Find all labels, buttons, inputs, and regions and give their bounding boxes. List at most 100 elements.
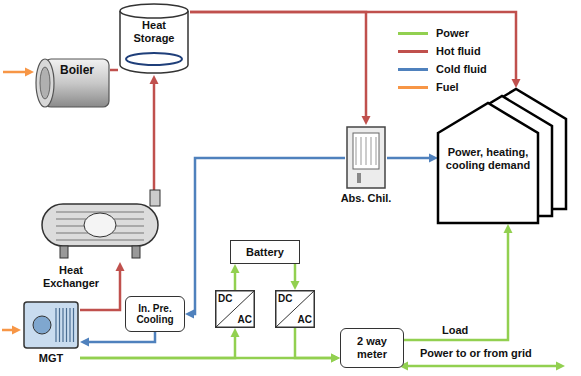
boiler-front [36, 59, 54, 107]
node-label: MGT [22, 352, 80, 365]
storage-top [120, 4, 188, 18]
house-outline [438, 103, 538, 223]
connector-line [294, 264, 297, 282]
connector-line [80, 270, 120, 310]
arrowhead [116, 262, 125, 271]
exchanger-shell [42, 204, 158, 246]
arrowhead [512, 79, 521, 88]
connector [80, 328, 240, 358]
tube-bundle [56, 212, 144, 240]
node-label: In. Pre. Cooling [126, 303, 184, 326]
legend-swatch [398, 86, 428, 89]
fin [73, 308, 74, 342]
handle [357, 173, 361, 183]
connector-line [190, 12, 366, 117]
turbine-wheel [33, 316, 51, 334]
diagonal [216, 291, 254, 327]
process-box: In. Pre. Cooling [125, 296, 185, 332]
storage-coil [126, 53, 182, 65]
tube [56, 212, 144, 213]
connector-line [404, 232, 508, 340]
connector [185, 158, 345, 319]
diagonal [276, 291, 314, 327]
grid-line [408, 365, 556, 368]
connector [110, 70, 118, 71]
heat-exchanger: Heat Exchanger [30, 190, 170, 262]
legend-swatch [398, 50, 428, 53]
arrowhead [362, 116, 371, 125]
connector [404, 224, 513, 340]
chiller-panel [353, 133, 379, 169]
heat-storage-tank: Heat Storage [118, 3, 190, 75]
arrowhead [231, 328, 240, 337]
legend-swatch [398, 32, 428, 35]
connector [387, 154, 438, 163]
converter-box [216, 291, 255, 328]
fuel-line [2, 329, 12, 332]
grille [356, 137, 376, 165]
connector-line [387, 157, 430, 160]
arrowhead [80, 338, 89, 347]
storage-tank [120, 11, 188, 73]
edge-label: Load [440, 324, 470, 337]
chiller-cabinet [347, 127, 385, 188]
connector-line [190, 12, 516, 80]
connector-line [153, 83, 156, 190]
converter: DC AC [275, 290, 315, 328]
absorption-chiller-drawing [345, 125, 387, 190]
arrowhead [231, 264, 240, 273]
tube [56, 240, 144, 241]
arrowhead [291, 281, 300, 290]
legend-text: Cold fluid [436, 62, 487, 76]
arrowhead [429, 154, 438, 163]
micro-gas-turbine-drawing [22, 300, 80, 350]
grid-arrowhead [556, 362, 565, 371]
connector-line [88, 332, 155, 342]
fin [59, 308, 60, 342]
absorption-chiller: Abs. Chil. [345, 125, 387, 190]
battery-box: Battery [230, 240, 300, 264]
connector-line [110, 69, 118, 72]
converter: DC AC [215, 290, 255, 328]
fuel-line [3, 71, 25, 74]
fins [56, 308, 74, 342]
node-label: Battery [243, 246, 287, 259]
arrowhead [150, 75, 159, 84]
node-label: Abs. Chil. [331, 192, 401, 205]
connector-line [295, 328, 332, 358]
connector [190, 12, 521, 88]
connector [295, 328, 340, 363]
node-label: Boiler [47, 64, 107, 78]
grille-bar [361, 137, 362, 165]
node-label: Power, heating, cooling demand [444, 146, 532, 171]
heat-exchanger-drawing [30, 190, 170, 262]
arrowhead [331, 354, 340, 363]
arrowhead [331, 354, 340, 363]
connector [80, 332, 155, 347]
node-label: AC [238, 314, 252, 326]
fin [69, 308, 70, 342]
grille-bar [366, 137, 367, 165]
legend-text: Power [436, 26, 469, 40]
connector [231, 264, 240, 290]
legend-swatch [398, 68, 428, 71]
leg [60, 246, 68, 258]
fin [62, 308, 63, 342]
leg [132, 246, 140, 258]
fin [55, 308, 56, 342]
grille-bar [356, 137, 357, 165]
connector [291, 264, 300, 290]
micro-gas-turbine: MGT [22, 300, 80, 350]
boiler: Boiler [35, 55, 110, 110]
node-label: AC [298, 314, 312, 326]
grille-bar [376, 137, 377, 165]
turbine-housing [24, 302, 78, 348]
legend-row: Cold fluid [398, 62, 488, 76]
node-label: DC [218, 293, 232, 305]
node-label: DC [278, 293, 292, 305]
fuel-arrowhead [25, 68, 34, 77]
legend-row: Power [398, 26, 488, 40]
grid-label: Power to or from grid [418, 347, 534, 360]
